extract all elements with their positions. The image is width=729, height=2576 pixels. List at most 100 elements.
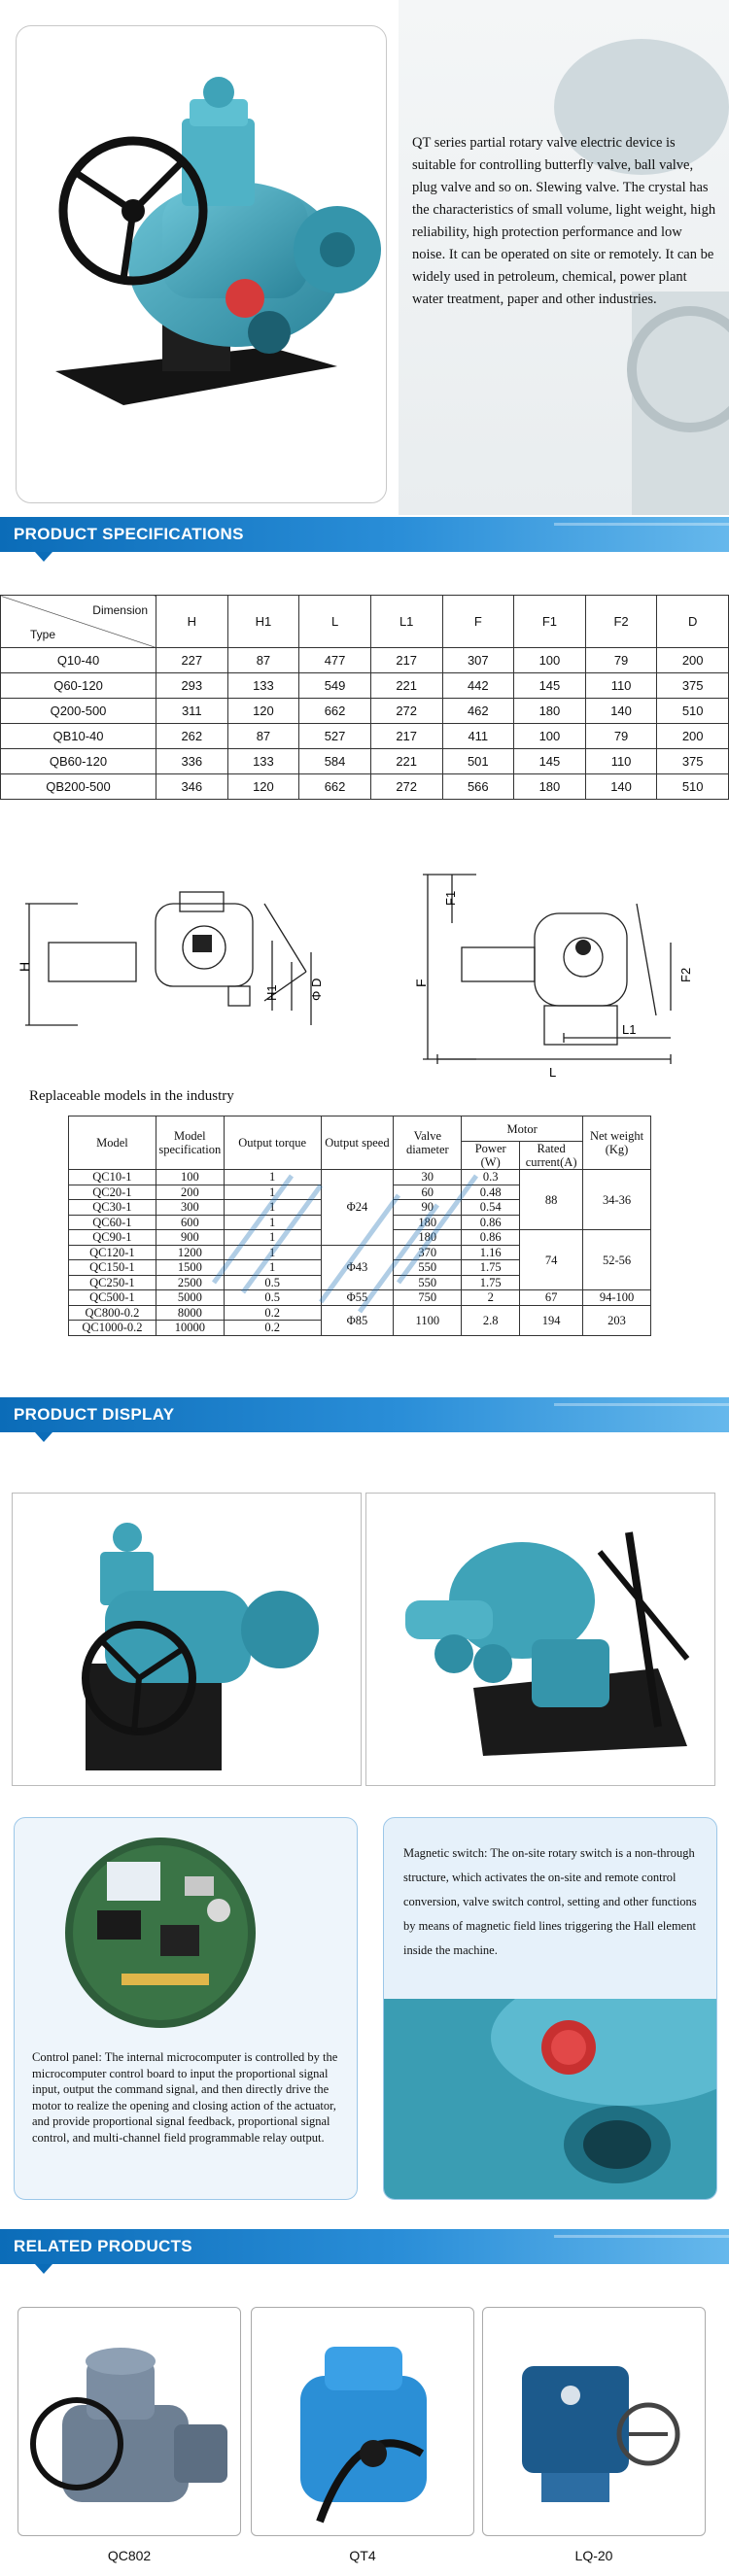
spec-value-cell: 100	[513, 647, 586, 673]
spec-cell: 1200	[155, 1244, 225, 1260]
spec-value-cell: 477	[298, 647, 371, 673]
dim-label-f2: F2	[678, 968, 693, 982]
spec-col-header: L	[298, 595, 371, 648]
models-caption: Replaceable models in the industry	[29, 1088, 234, 1104]
related-product-label[interactable]: QT4	[349, 2548, 376, 2563]
models-table: Model Model specification Output torque …	[68, 1116, 651, 1336]
valve-cell: 1100	[393, 1304, 463, 1336]
header-spec: Model specification	[155, 1116, 225, 1170]
spec-type-cell: Q200-500	[0, 698, 156, 724]
section-title: RELATED PRODUCTS	[14, 2237, 192, 2255]
torque-cell: 1	[223, 1244, 322, 1260]
model-cell: QC800-0.2	[68, 1304, 156, 1321]
spec-value-cell: 200	[656, 723, 729, 749]
related-product-lq20-card[interactable]	[482, 2307, 706, 2536]
spec-value-cell: 336	[156, 748, 228, 774]
spec-value-cell: 100	[513, 723, 586, 749]
model-cell: QC120-1	[68, 1244, 156, 1260]
power-cell: 1.75	[461, 1259, 521, 1276]
model-cell: QC10-1	[68, 1169, 156, 1185]
spec-cell: 200	[155, 1184, 225, 1200]
torque-cell: 0.5	[223, 1289, 322, 1306]
related-product-qt4-card[interactable]	[251, 2307, 474, 2536]
related-product-qt4-image	[300, 2347, 427, 2524]
header-weight: Net weight (Kg)	[582, 1116, 651, 1170]
speed-cell: Φ43	[320, 1244, 395, 1290]
header-weight-unit: (Kg)	[605, 1143, 629, 1156]
spec-value-cell: 87	[226, 647, 300, 673]
banner-notch	[35, 2264, 52, 2274]
speed-cell: Φ55	[320, 1289, 395, 1306]
spec-value-cell: 510	[656, 698, 729, 724]
spec-value-cell: 79	[584, 647, 658, 673]
valve-cell: 750	[393, 1289, 463, 1306]
header-torque: Output torque	[223, 1116, 322, 1170]
related-product-label[interactable]: QC802	[107, 2548, 152, 2563]
corner-type-label: Type	[30, 628, 56, 641]
power-cell: 0.86	[461, 1229, 521, 1246]
spec-col-header: H1	[226, 595, 300, 648]
spec-value-cell: 110	[584, 748, 658, 774]
weight-cell: 203	[582, 1304, 651, 1336]
spec-value-cell: 79	[584, 723, 658, 749]
model-cell: QC30-1	[68, 1199, 156, 1216]
magnetic-switch-illustration	[384, 1999, 716, 2199]
control-board-illustration	[65, 1838, 256, 2028]
spec-cell: 100	[155, 1169, 225, 1185]
actuator-background-illustration	[554, 39, 729, 515]
power-cell: 2	[461, 1289, 521, 1306]
intro-background-photo	[399, 0, 729, 515]
power-cell: 1.16	[461, 1244, 521, 1260]
power-cell: 0.48	[461, 1184, 521, 1200]
spec-value-cell: 293	[156, 672, 228, 699]
header-weight-label: Net weight	[589, 1129, 644, 1143]
header-speed: Output speed	[320, 1116, 395, 1170]
spec-value-cell: 227	[156, 647, 228, 673]
model-cell: QC60-1	[68, 1214, 156, 1230]
spec-col-header: L1	[369, 595, 443, 648]
spec-cell: 10000	[155, 1320, 225, 1336]
related-product-qc802-card[interactable]	[17, 2307, 241, 2536]
banner-notch	[35, 552, 52, 562]
torque-cell: 1	[223, 1259, 322, 1276]
section-banner-related: RELATED PRODUCTS	[0, 2229, 729, 2274]
banner-stripe	[554, 2235, 729, 2238]
related-product-label[interactable]: LQ-20	[574, 2548, 613, 2563]
spec-value-cell: 307	[441, 647, 515, 673]
model-cell: QC20-1	[68, 1184, 156, 1200]
valve-cell: 60	[393, 1184, 463, 1200]
spec-value-cell: 501	[441, 748, 515, 774]
spec-value-cell: 262	[156, 723, 228, 749]
feature-magnetic-switch: Magnetic switch: The on-site rotary swit…	[383, 1817, 717, 2200]
intro-product-photo	[16, 25, 387, 503]
display-photo-front	[12, 1493, 362, 1786]
corner-dimension-label: Dimension	[92, 603, 148, 617]
spec-value-cell: 442	[441, 672, 515, 699]
torque-cell: 0.2	[223, 1304, 322, 1321]
current-cell: 88	[519, 1169, 584, 1230]
spec-col-header: D	[656, 595, 729, 648]
power-cell: 0.54	[461, 1199, 521, 1216]
side-dimension-drawing: F F1 F2 L L1	[413, 874, 693, 1080]
intro-description: QT series partial rotary valve electric …	[412, 135, 716, 307]
spec-value-cell: 662	[298, 773, 371, 800]
spec-value-cell: 217	[369, 647, 443, 673]
spec-cell: 900	[155, 1229, 225, 1246]
front-dimension-drawing: H H1 Φ D	[17, 891, 324, 1026]
actuator-front-illustration	[82, 1523, 319, 1770]
actuator-illustration	[55, 77, 381, 405]
weight-cell: 94-100	[582, 1289, 651, 1306]
spec-value-cell: 272	[369, 773, 443, 800]
current-cell: 194	[519, 1304, 584, 1336]
model-cell: QC250-1	[68, 1274, 156, 1290]
header-motor: Motor	[461, 1116, 584, 1142]
torque-cell: 1	[223, 1169, 322, 1185]
spec-value-cell: 217	[369, 723, 443, 749]
